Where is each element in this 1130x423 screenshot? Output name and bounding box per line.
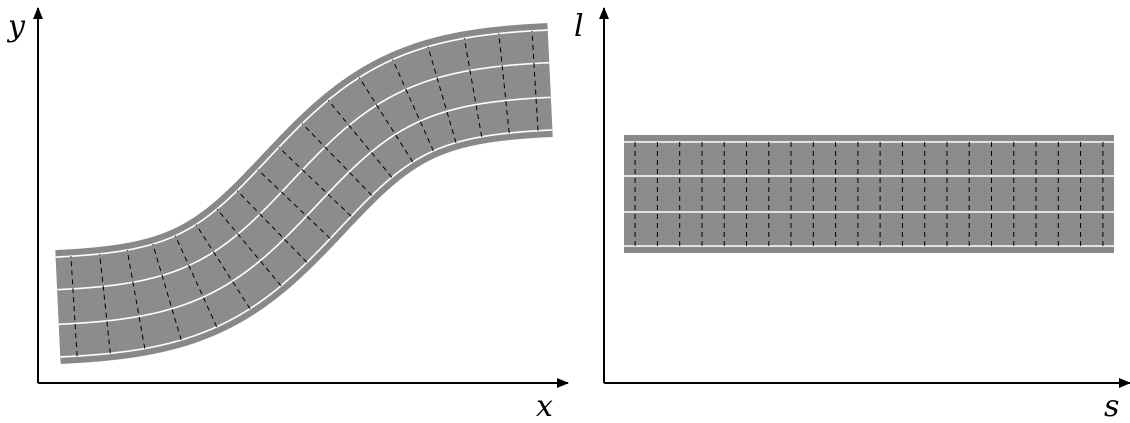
- cross-section-line: [195, 224, 251, 309]
- cartesian-panel: y x: [6, 7, 569, 423]
- lane-line: [58, 96, 551, 326]
- cross-section-line: [174, 235, 218, 328]
- s-axis-label: s: [1104, 389, 1119, 423]
- curved-road: [55, 23, 553, 364]
- y-axis-label: y: [6, 9, 26, 44]
- cross-section-line: [463, 38, 483, 137]
- lane-line: [55, 29, 548, 258]
- cross-section-line: [278, 147, 352, 217]
- x-axis-label: x: [536, 389, 553, 423]
- l-axis-label: l: [574, 9, 584, 44]
- road-inner-surface: [624, 140, 1114, 248]
- cross-section-line: [236, 190, 308, 263]
- cross-section-line: [152, 243, 182, 341]
- cross-section-line: [99, 253, 111, 354]
- cross-section-line: [498, 33, 510, 134]
- cross-section-line: [70, 256, 78, 357]
- cross-section-line: [392, 59, 434, 152]
- lane-line: [60, 129, 553, 358]
- cross-section-line: [531, 30, 539, 131]
- cross-section-line: [358, 77, 414, 163]
- cross-section-line: [257, 169, 331, 239]
- cross-section-line: [126, 250, 146, 349]
- road-inner-surface: [55, 28, 553, 359]
- frenet-panel: l s: [574, 7, 1130, 423]
- lane-line: [57, 61, 550, 291]
- cross-section-line: [301, 123, 373, 196]
- cross-section-line: [216, 208, 282, 287]
- straight-road: [624, 135, 1114, 253]
- cross-section-line: [427, 46, 457, 143]
- cross-section-line: [327, 99, 393, 178]
